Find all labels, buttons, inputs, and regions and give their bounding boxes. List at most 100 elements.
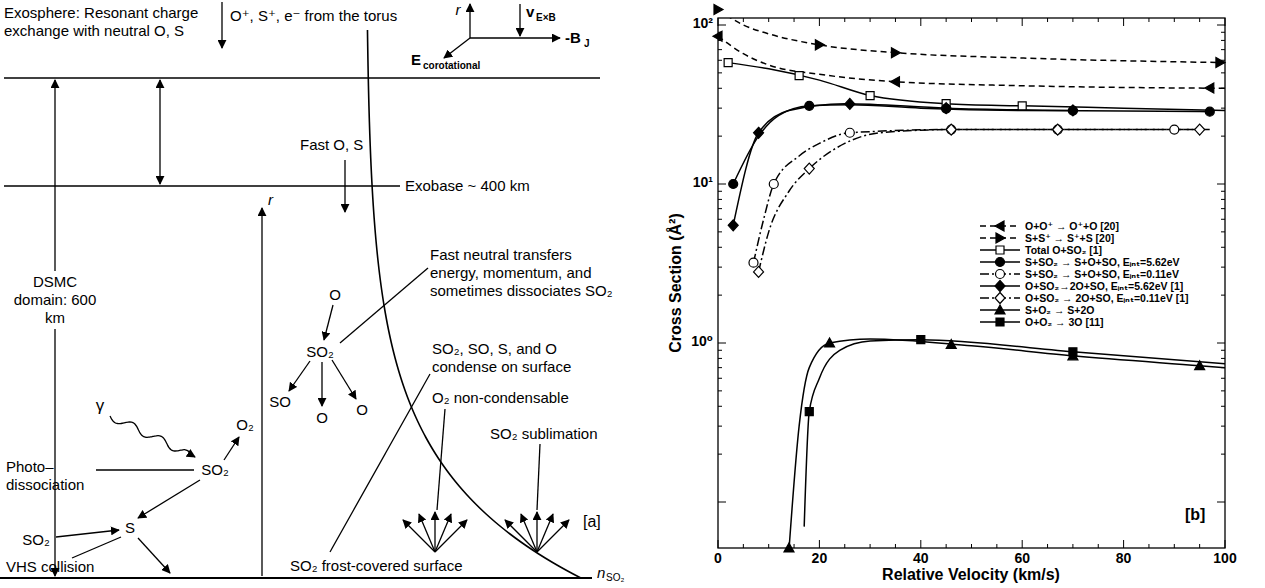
data-marker [917,336,925,344]
emission-arrow [537,514,553,552]
photon-arrow [110,416,195,457]
species-label: S [125,519,135,537]
data-marker [947,125,956,134]
leader-line [72,537,121,558]
data-marker [728,220,738,231]
vector-subscript: E×B [536,9,556,27]
data-marker [891,48,900,58]
data-marker [713,31,722,41]
x-axis-title: Relative Velocity (km/s) [882,566,1060,584]
axis-tick [920,540,921,548]
data-marker [784,543,794,552]
density-axis-label: n [597,564,605,582]
x-tick-label: 40 [913,549,929,567]
emission-arrow [435,514,451,552]
emission-arrow [537,520,569,552]
y-tick-label: 10¹ [693,173,713,191]
data-marker [845,128,854,137]
legend-marker [995,293,1005,304]
axis-arrow [469,4,470,38]
density-axis-subscript: SO₂ [606,569,624,587]
data-marker [1170,125,1179,134]
legend-marker [996,258,1005,267]
x-tick-label: 100 [1213,549,1236,567]
condensation-arrow [138,538,170,573]
legend-text: S+O₂ → S+2O [1025,304,1094,316]
legend-text: O+SO₂→2O+SO, Eᵢₙₜ=5.62eV [1] [1025,280,1183,292]
vector-label: E [411,51,421,69]
species-label: O [329,286,341,304]
data-marker [825,338,835,347]
cross-section-curve [753,130,1209,263]
emission-arrow [536,512,537,552]
vector-label: -B [565,29,581,47]
vector-subscript: corotational [423,57,480,75]
axis-tick [718,25,726,26]
incoming-ion-arrow [221,2,222,48]
boundary-label: Exobase ~ 400 km [405,177,530,195]
data-marker [805,101,814,110]
region-note: Exosphere: Resonant charge exchange with… [4,4,199,40]
process-note: VHS collision [6,558,94,576]
leader-line [537,444,540,510]
axis-tick [1217,502,1225,503]
axis-tick [1217,25,1225,26]
data-marker [795,72,803,80]
data-marker [1068,105,1078,116]
surface-line [0,577,592,579]
product-arrow [289,361,310,391]
exosphere-extent-arrow [159,80,160,184]
product-arrow [321,362,322,406]
altitude-arrow [261,208,262,576]
surface-label: SO₂ frost-covered surface [290,557,463,575]
axis-arrow [470,37,560,38]
process-note: SO₂, SO, S, and O condense on surface [432,340,604,376]
process-note: O₂ non-condensable [432,389,569,407]
axis-label: r [268,191,273,209]
axis-arrow [444,38,470,58]
process-note: Fast neutral transfers energy, momentum,… [430,246,620,300]
data-marker [1205,83,1214,93]
axis-tick [1123,540,1124,548]
legend-marker [996,318,1004,326]
axis-arrow [519,4,520,36]
legend-marker [996,233,1005,243]
cross-section-curve [733,105,1210,184]
process-note: Photo–dissociation [6,458,96,494]
x-tick-label: 60 [1014,549,1030,567]
data-marker [815,40,824,50]
collision-arrow [324,305,333,340]
species-label: O [356,401,368,419]
x-tick-label: 0 [714,549,722,567]
region-note: Fast O, S [300,136,363,154]
leader-line [330,374,430,552]
legend-marker [996,246,1004,254]
legend-text: O+O⁺ → O⁺+O [20] [1025,220,1119,232]
product-arrow [138,480,200,518]
emission-arrow [434,512,435,552]
cross-section-curve [718,18,1225,63]
legend-marker [995,305,1005,314]
vector-subscript: J [584,35,590,53]
cross-section-curve [733,104,1073,226]
data-marker [769,180,778,189]
axis-tick [1022,18,1023,26]
collision-arrow [56,530,119,537]
legend-text: O+SO₂ → 2O+SO, Eᵢₙₜ=0.11eV [1] [1025,292,1189,304]
legend-marker [995,221,1004,231]
vector-label: v [526,3,534,21]
cross-section-chart [713,5,1225,552]
domain-top-boundary [4,77,600,78]
domain-label: DSMC domain: 600 km [11,271,99,329]
density-profile [367,30,580,578]
data-marker [1195,361,1205,370]
legend-text: Total O+SO₂ [1] [1025,244,1102,256]
source-note: O⁺, S⁺, e⁻ from the torus [230,7,397,25]
species-label: SO₂ [22,531,50,549]
leader-line [437,409,445,510]
data-marker [805,408,813,416]
species-label: O₂ [236,416,254,434]
leader-line [96,469,194,470]
y-tick-label: 10² [693,14,713,32]
